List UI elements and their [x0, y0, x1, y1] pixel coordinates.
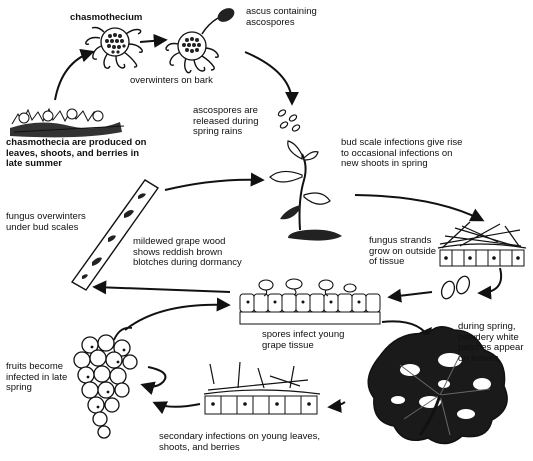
- arrow-conidia-to-tissue: [387, 288, 433, 303]
- arrow-shoot-to-strands: [354, 194, 485, 222]
- label-mildewed-wood: mildewed grape wood shows reddish brown …: [133, 236, 242, 268]
- label-fungus-overwinters: fungus overwinters under bud scales: [6, 211, 86, 233]
- label-secondary-infections: secondary infections on young leaves, sh…: [159, 431, 321, 453]
- infected-shoot-illustration: [269, 140, 342, 241]
- ascus-illustration: [165, 8, 235, 74]
- label-spores-infect: spores infect young grape tissue: [262, 329, 345, 351]
- fungus-strands-illustration: [437, 221, 527, 267]
- label-chasmothecium: chasmothecium: [70, 12, 143, 23]
- arrow-ascus-to-ascospores: [244, 51, 299, 106]
- label-ascus: ascus containing ascospores: [246, 6, 317, 28]
- powdery-mildew-leaf-illustration: [367, 326, 508, 445]
- arrow-chasmothecium-to-ascus: [139, 33, 168, 48]
- arrow-tissue-to-wood: [92, 280, 231, 295]
- label-bud-scale-infections: bud scale infections give rise to occasi…: [341, 137, 463, 169]
- mildewed-wood-illustration: [70, 179, 160, 291]
- chasmothecia-on-tissue-illustration: [10, 107, 125, 138]
- label-fungus-strands: fungus strands grow on outside of tissue: [369, 235, 437, 267]
- arrow-grapes-loop: [140, 366, 167, 395]
- arrow-grapes-to-tissue: [124, 297, 231, 331]
- chasmothecium-illustration: [85, 26, 143, 69]
- arrow-strands-to-conidia: [477, 267, 502, 300]
- cycle-arrows: [54, 33, 502, 415]
- label-powdery-patches: during spring, powdery white patches app…: [458, 321, 524, 364]
- arrow-wood-to-shoot: [164, 172, 265, 191]
- label-ascospores-released: ascospores are released during spring ra…: [193, 105, 259, 137]
- ascospores-illustration: [277, 109, 301, 132]
- conidia-illustration: [440, 275, 471, 300]
- secondary-infection-tissue-illustration: [203, 361, 321, 415]
- arrow-secondary-to-grapes: [152, 401, 201, 415]
- label-overwinters-on-bark: overwinters on bark: [130, 75, 213, 86]
- label-fruits-infected: fruits become infected in late spring: [6, 361, 68, 393]
- arrow-litter-to-chasmothecium: [54, 48, 95, 101]
- arrow-leaf-to-secondary: [327, 398, 346, 413]
- label-chasmothecia-produced: chasmothecia are produced on leaves, sho…: [6, 137, 147, 169]
- grape-cluster-illustration: [73, 326, 138, 439]
- infected-grape-tissue-illustration: [239, 278, 381, 325]
